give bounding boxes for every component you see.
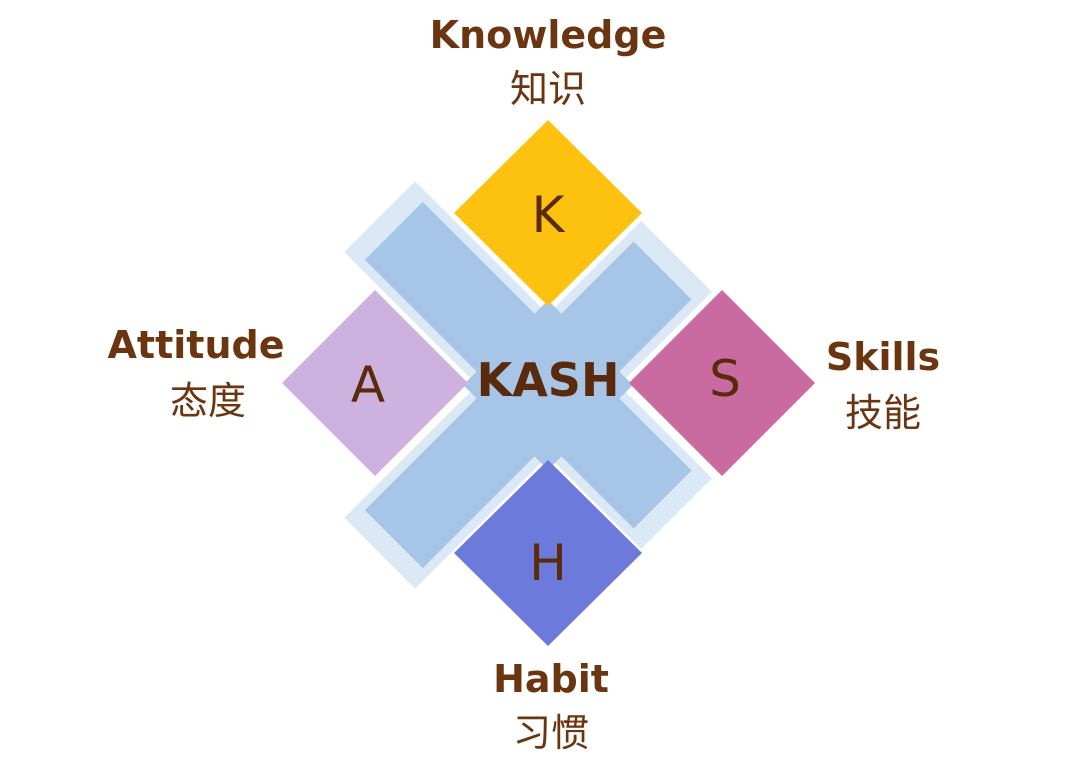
skills-letter: S <box>709 350 741 408</box>
habit-title: Habit <box>493 657 609 701</box>
attitude-letter: A <box>351 356 385 414</box>
center-label: KASH <box>477 353 620 407</box>
habit-subtitle: 习惯 <box>512 711 590 755</box>
knowledge-title: Knowledge <box>429 13 667 57</box>
habit-letter: H <box>529 534 567 592</box>
attitude-title: Attitude <box>107 323 285 367</box>
skills-subtitle: 技能 <box>844 391 922 435</box>
knowledge-subtitle: 知识 <box>509 67 587 111</box>
knowledge-letter: K <box>532 186 566 244</box>
attitude-diamond <box>282 290 468 476</box>
attitude-subtitle: 态度 <box>169 379 247 423</box>
skills-diamond <box>629 290 815 476</box>
skills-title: Skills <box>825 335 941 379</box>
habit-diamond <box>454 460 642 646</box>
cross-center <box>364 201 692 569</box>
knowledge-diamond <box>454 120 642 306</box>
